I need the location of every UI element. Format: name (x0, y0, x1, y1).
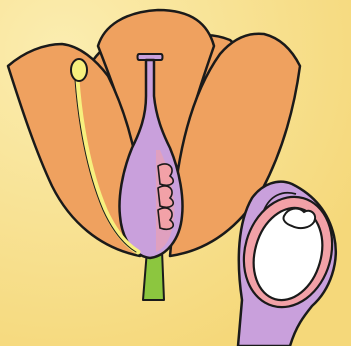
ovule-icon (158, 164, 173, 185)
anther-icon (71, 59, 87, 81)
ovule-detail-egg-apparatus (283, 209, 315, 229)
ovule-icon (158, 208, 173, 229)
ovule-icon (158, 186, 173, 207)
